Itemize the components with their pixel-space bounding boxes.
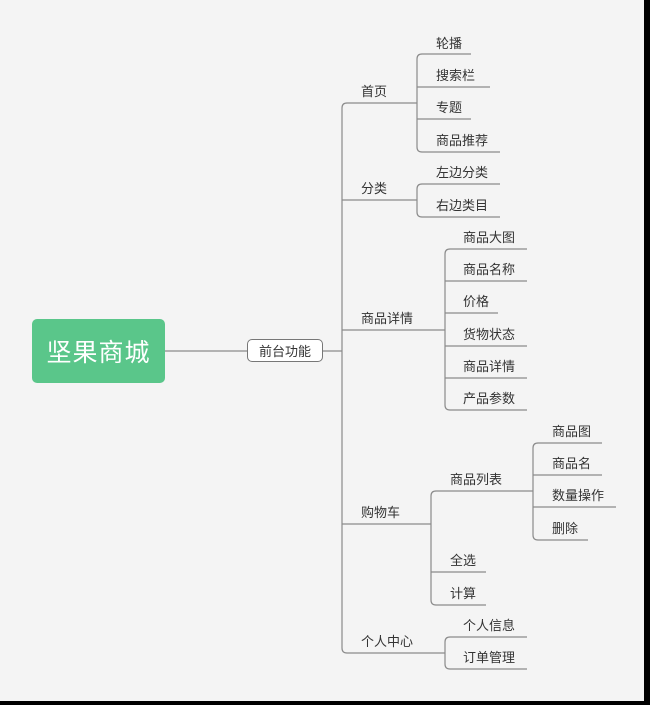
category-connector-branch-1 [416,211,500,218]
category-connector-branch-0 [416,183,500,190]
leaf-calculate[interactable]: 计算 [450,587,477,602]
leaf-personal-info[interactable]: 个人信息 [463,619,516,634]
leaf-cart-item-name[interactable]: 商品名 [552,457,592,472]
leaf-product-detail[interactable]: 商品详情 [463,360,516,375]
leaf-stock-status[interactable]: 货物状态 [463,328,516,343]
leaf-topic[interactable]: 专题 [436,101,463,116]
cart-item-list-connector-branch-3 [532,534,588,541]
leaf-left-category[interactable]: 左边分类 [436,166,489,181]
cart-connector-branch-2 [430,599,486,606]
leaf-right-category[interactable]: 右边类目 [436,199,489,214]
leaf-order-mgmt[interactable]: 订单管理 [463,651,516,666]
branch-homepage[interactable]: 首页 [361,85,388,100]
branch-category[interactable]: 分类 [361,182,388,197]
leaf-select-all[interactable]: 全选 [450,554,477,569]
node-cart-item-list[interactable]: 商品列表 [450,473,503,488]
homepage-connector-branch-3 [416,146,500,153]
product-detail-connector-branch-0 [444,248,527,255]
cart-item-list-connector-branch-0 [532,442,602,449]
leaf-search-bar[interactable]: 搜索栏 [436,69,476,84]
leaf-carousel[interactable]: 轮播 [436,37,463,52]
leaf-recommendations[interactable]: 商品推荐 [436,134,489,149]
user-center-connector-branch-1 [444,663,527,670]
leaf-product-params[interactable]: 产品参数 [463,392,516,407]
leaf-delete[interactable]: 删除 [552,522,579,537]
leaf-cart-item-image[interactable]: 商品图 [552,425,592,440]
leaf-quantity-ops[interactable]: 数量操作 [552,489,605,504]
leaf-product-image[interactable]: 商品大图 [463,231,516,246]
leaf-product-name[interactable]: 商品名称 [463,263,516,278]
branch-product-detail[interactable]: 商品详情 [361,312,414,327]
homepage-connector-branch-0 [416,53,471,60]
branch-user-center[interactable]: 个人中心 [361,635,414,650]
hub-connector-branch-4 [341,647,423,654]
cart-connector-branch-0 [430,490,514,497]
leaf-price[interactable]: 价格 [463,295,490,310]
branch-cart[interactable]: 购物车 [361,506,401,521]
hub-connector-branch-0 [341,102,395,109]
product-detail-connector-branch-5 [444,404,527,411]
user-center-connector-branch-0 [444,636,527,643]
root-node[interactable]: 坚果商城 [32,319,165,383]
hub-node-frontend-features[interactable]: 前台功能 [247,339,323,362]
